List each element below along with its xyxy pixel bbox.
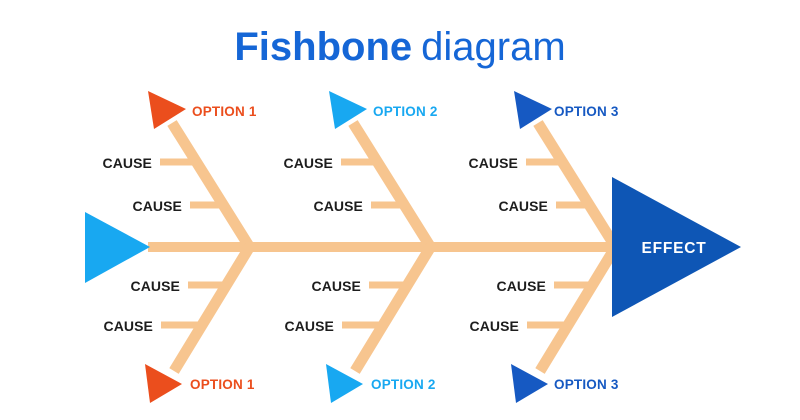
branch-option2-top <box>348 120 438 254</box>
arrowhead-option1-top-icon <box>148 91 186 129</box>
arrowhead-option3-bottom-icon <box>511 364 548 403</box>
option3-bottom-label: OPTION 3 <box>554 377 619 392</box>
effect-arrow-icon <box>612 177 741 317</box>
effect-label: EFFECT <box>641 240 706 257</box>
branch-option1-bottom <box>169 240 257 374</box>
option1-bottom-label: OPTION 1 <box>190 377 255 392</box>
title-regular: diagram <box>421 25 566 69</box>
arrowhead-option1-bottom-icon <box>145 364 182 403</box>
option2-bottom-label: OPTION 2 <box>371 377 436 392</box>
cause-label: CAUSE <box>313 198 363 214</box>
branch-option3-bottom <box>535 240 623 374</box>
cause-label: CAUSE <box>496 278 546 294</box>
cause-label: CAUSE <box>103 318 153 334</box>
arrowhead-option3-top-icon <box>514 91 552 129</box>
cause-label: CAUSE <box>311 278 361 294</box>
cause-label: CAUSE <box>132 198 182 214</box>
option3-top-label: OPTION 3 <box>554 104 619 119</box>
arrowhead-option2-bottom-icon <box>326 364 363 403</box>
cause-label: CAUSE <box>130 278 180 294</box>
option2-top-label: OPTION 2 <box>373 104 438 119</box>
branch-option1-top <box>167 120 257 254</box>
cause-label: CAUSE <box>284 318 334 334</box>
arrowhead-option2-top-icon <box>329 91 367 129</box>
branch-option2-bottom <box>350 240 438 374</box>
option1-top-label: OPTION 1 <box>192 104 257 119</box>
cause-label: CAUSE <box>469 318 519 334</box>
cause-label: CAUSE <box>468 155 518 171</box>
fish-tail-triangle-icon <box>85 212 150 283</box>
cause-label: CAUSE <box>283 155 333 171</box>
cause-label: CAUSE <box>498 198 548 214</box>
cause-label: CAUSE <box>102 155 152 171</box>
title-bold: Fishbone <box>234 25 413 69</box>
branch-option3-top <box>533 120 623 254</box>
